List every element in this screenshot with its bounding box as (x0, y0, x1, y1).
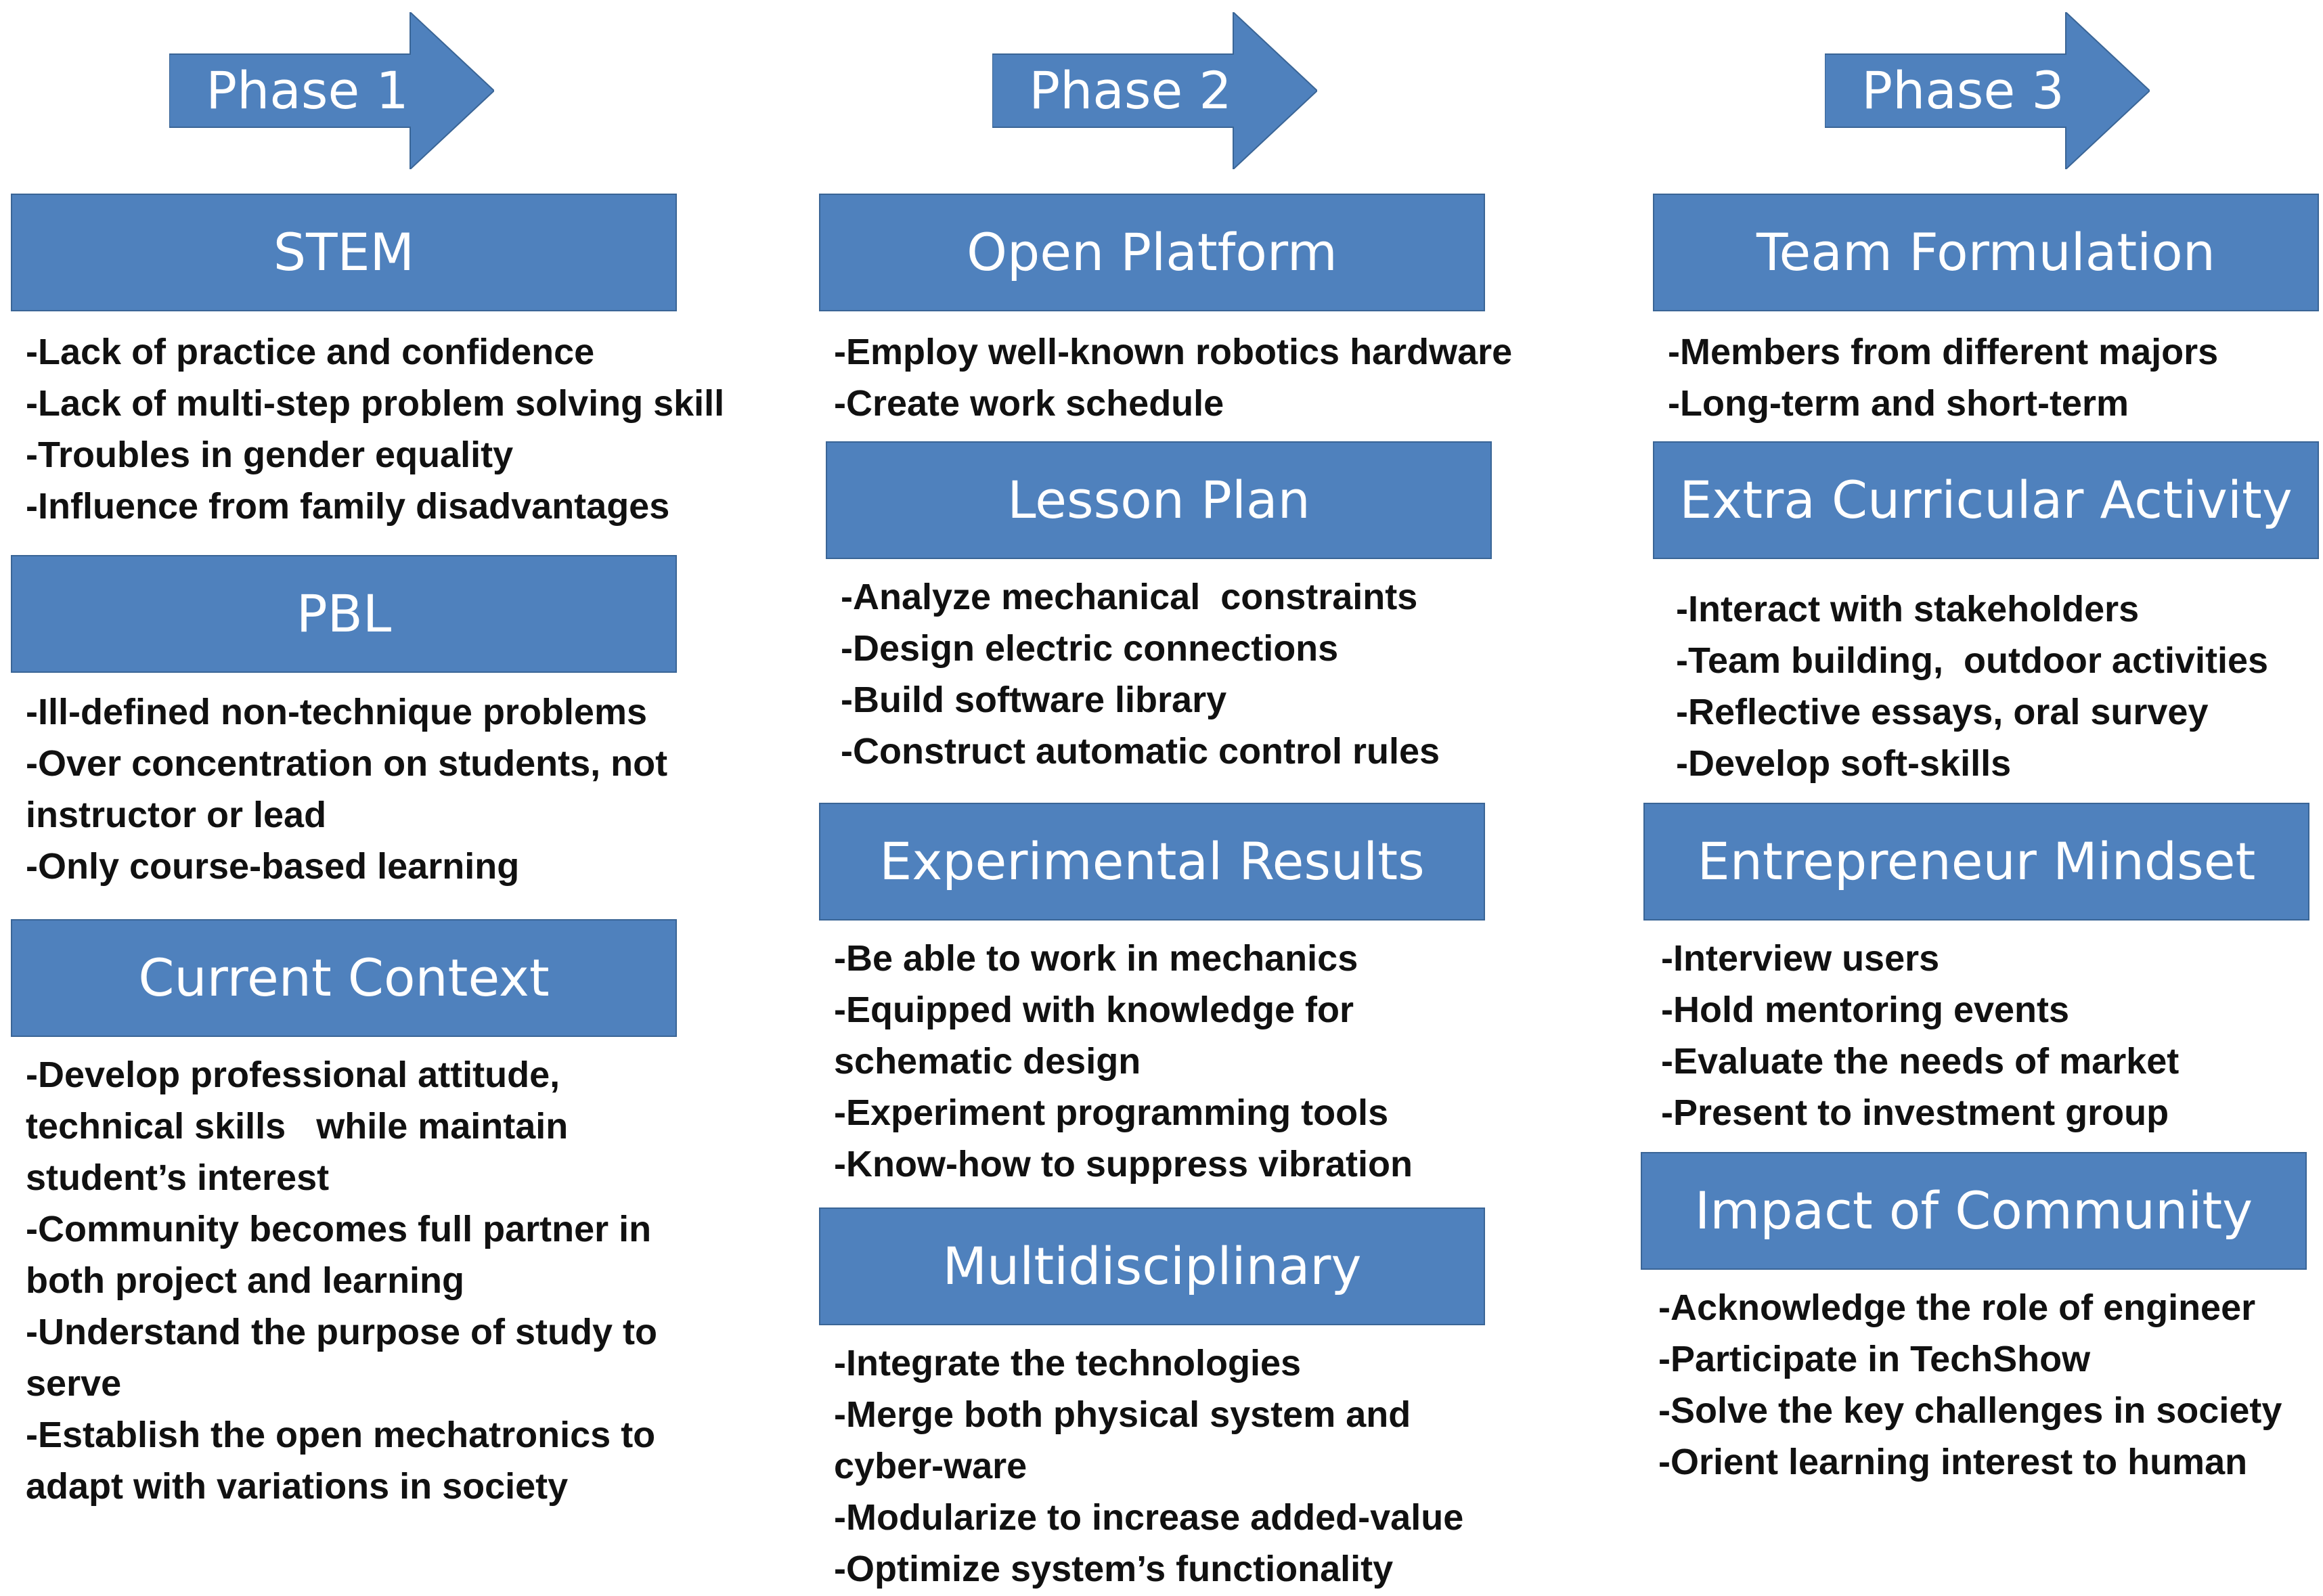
open-platform-header: Open Platform (819, 194, 1485, 311)
list-item: -Troubles in gender equality (26, 435, 514, 475)
list-item: -Interview users (1661, 938, 1940, 979)
extra-curricular-header: Extra Curricular Activity (1653, 441, 2319, 559)
entrepreneur-mindset-header: Entrepreneur Mindset (1643, 803, 2309, 921)
list-item: -Integrate the technologies (834, 1343, 1302, 1383)
list-item: -Know-how to suppress vibration (834, 1144, 1413, 1184)
list-item: -Team building, outdoor activities (1676, 640, 2269, 681)
open-platform-list: -Employ well-known robotics hardware -Cr… (834, 326, 1551, 429)
list-item: -Interact with stakeholders (1676, 589, 2140, 629)
list-item: -Community becomes full partner in both … (26, 1209, 662, 1301)
list-item: -Ill-defined non-technique problems (26, 692, 647, 732)
list-item: -Equipped with knowledge for schematic d… (834, 990, 1364, 1082)
multidisciplinary-header: Multidisciplinary (819, 1207, 1485, 1325)
entrepreneur-mindset-list: -Interview users -Hold mentoring events … (1661, 933, 2323, 1138)
list-item: -Evaluate the needs of market (1661, 1041, 2180, 1082)
experimental-results-header: Experimental Results (819, 803, 1485, 921)
list-item: -Solve the key challenges in society (1658, 1390, 2282, 1431)
phase-2-arrow: Phase 2 (992, 12, 1317, 169)
experimental-results-list: -Be able to work in mechanics -Equipped … (834, 933, 1511, 1190)
current-context-header: Current Context (11, 919, 677, 1037)
phase-1-label: Phase 1 (206, 60, 409, 120)
list-item: -Lack of practice and confidence (26, 332, 595, 372)
extra-curricular-list: -Interact with stakeholders -Team buildi… (1676, 583, 2323, 789)
list-item: -Over concentration on students, not ins… (26, 743, 678, 835)
arrow-shape (169, 12, 494, 169)
lesson-plan-header: Lesson Plan (826, 441, 1492, 559)
arrow-shape (992, 12, 1317, 169)
list-item: -Build software library (841, 680, 1227, 720)
current-context-list: -Develop professional attitude, technica… (26, 1049, 709, 1512)
phase-2-label: Phase 2 (1029, 60, 1232, 120)
phase-3-label: Phase 3 (1861, 60, 2064, 120)
list-item: -Be able to work in mechanics (834, 938, 1358, 979)
list-item: -Only course-based learning (26, 846, 520, 887)
list-item: -Analyze mechanical constraints (841, 577, 1418, 617)
pbl-list: -Ill-defined non-technique problems -Ove… (26, 686, 709, 892)
list-item: -Establish the open mechatronics to adap… (26, 1415, 666, 1507)
list-item: -Develop soft-skills (1676, 743, 2012, 784)
list-item: -Optimize system’s functionality (834, 1549, 1394, 1589)
list-item: -Acknowledge the role of engineer (1658, 1287, 2256, 1328)
list-item: -Lack of multi-step problem solving skil… (26, 383, 725, 424)
lesson-plan-list: -Analyze mechanical constraints -Design … (841, 571, 1558, 777)
list-item: -Merge both physical system and cyber-wa… (834, 1394, 1421, 1486)
list-item: -Hold mentoring events (1661, 990, 2070, 1030)
list-item: -Orient learning interest to human (1658, 1442, 2248, 1482)
stem-header: STEM (11, 194, 677, 311)
list-item: -Modularize to increase added-value (834, 1497, 1464, 1538)
stem-list: -Lack of practice and confidence -Lack o… (26, 326, 743, 532)
list-item: -Influence from family disadvantages (26, 486, 670, 527)
impact-of-community-header: Impact of Community (1641, 1152, 2307, 1270)
multidisciplinary-list: -Integrate the technologies -Merge both … (834, 1337, 1511, 1595)
team-formulation-list: -Members from different majors -Long-ter… (1668, 326, 2323, 429)
list-item: -Develop professional attitude, technica… (26, 1055, 579, 1198)
phase-1-arrow: Phase 1 (169, 12, 494, 169)
list-item: -Construct automatic control rules (841, 731, 1440, 772)
list-item: -Reflective essays, oral survey (1676, 692, 2209, 732)
list-item: -Design electric connections (841, 628, 1339, 669)
phase-3-arrow: Phase 3 (1825, 12, 2150, 169)
list-item: -Participate in TechShow (1658, 1339, 2091, 1379)
list-item: -Understand the purpose of study to serv… (26, 1312, 668, 1404)
list-item: -Present to investment group (1661, 1092, 2169, 1133)
list-item: -Employ well-known robotics hardware (834, 332, 1513, 372)
list-item: -Long-term and short-term (1668, 383, 2129, 424)
impact-of-community-list: -Acknowledge the role of engineer -Parti… (1658, 1282, 2323, 1488)
list-item: -Members from different majors (1668, 332, 2219, 372)
team-formulation-header: Team Formulation (1653, 194, 2319, 311)
list-item: -Create work schedule (834, 383, 1224, 424)
arrow-shape (1825, 12, 2150, 169)
pbl-header: PBL (11, 555, 677, 673)
list-item: -Experiment programming tools (834, 1092, 1389, 1133)
